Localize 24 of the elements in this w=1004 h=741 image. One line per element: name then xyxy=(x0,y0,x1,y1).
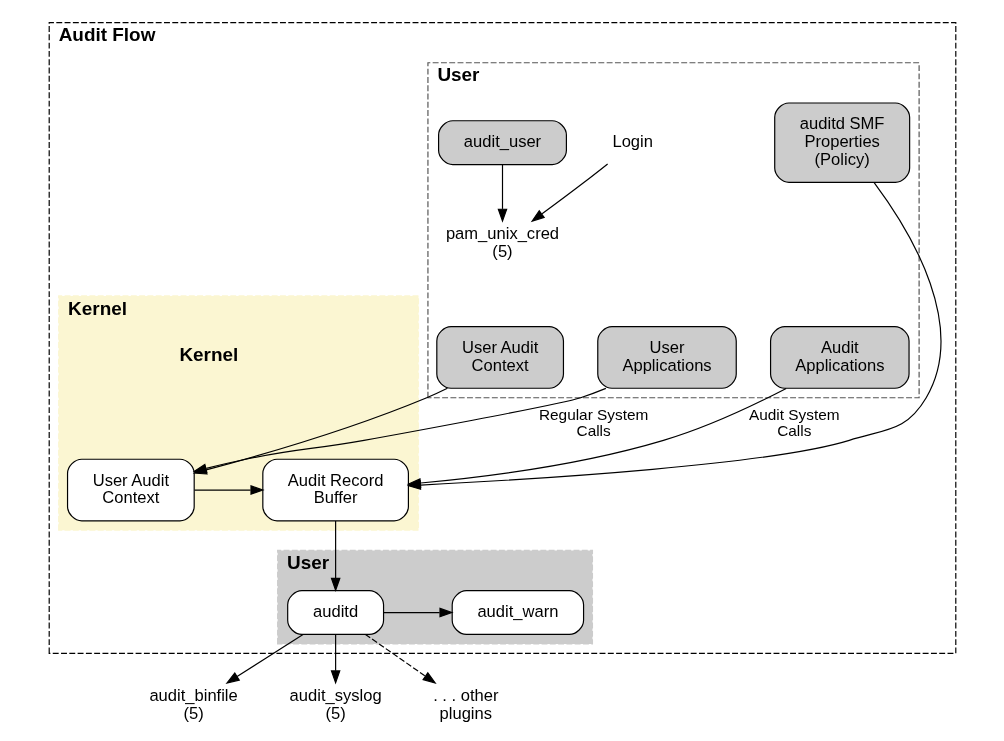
node-text: pam_unix_cred (5) xyxy=(445,224,559,262)
node-box: audit_warn xyxy=(451,590,584,635)
edge-label: Audit System Calls xyxy=(748,405,840,440)
node-text: . . . other plugins xyxy=(432,685,498,723)
node-box: Audit Record Buffer xyxy=(261,458,409,522)
node-box: auditd SMF Properties (Policy) xyxy=(773,102,910,183)
node-text: audit_syslog (5) xyxy=(289,685,382,723)
arrow xyxy=(225,633,304,684)
arrow xyxy=(330,634,341,685)
node-box: User Audit Context xyxy=(66,458,195,522)
node-box: auditd xyxy=(286,590,384,635)
node-box: Audit Applications xyxy=(769,326,910,389)
arrow xyxy=(382,607,454,618)
node-box: User Applications xyxy=(596,326,737,389)
arrow xyxy=(364,633,437,684)
arrow xyxy=(330,520,341,593)
arrow xyxy=(193,485,265,495)
node-text: Login xyxy=(611,132,653,152)
node-box: User Audit Context xyxy=(435,326,564,389)
arrow xyxy=(497,164,507,223)
edge-label: Regular System Calls xyxy=(538,405,648,440)
node-text: audit_binfile (5) xyxy=(148,685,238,723)
node-box: audit_user xyxy=(437,120,567,166)
arrow xyxy=(530,163,608,223)
